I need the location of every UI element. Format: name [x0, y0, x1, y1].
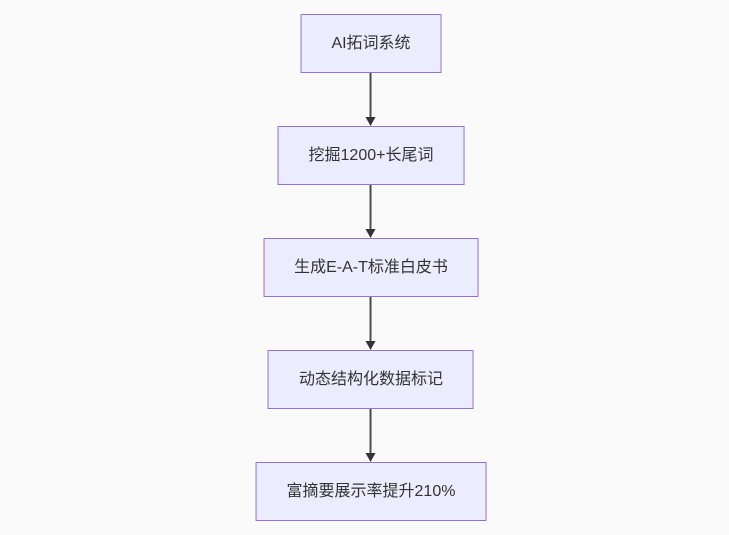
arrow-line — [370, 73, 372, 117]
flow-node-generate-eat-whitepaper: 生成E-A-T标准白皮书 — [263, 238, 479, 297]
connector-arrow — [366, 409, 376, 462]
connector-arrow — [366, 185, 376, 238]
arrow-line — [370, 409, 372, 453]
flow-node-ai-word-expansion-system: AI拓词系统 — [300, 14, 442, 73]
arrow-line — [370, 297, 372, 341]
connector-arrow — [366, 73, 376, 126]
flowchart: AI拓词系统 挖掘1200+长尾词 生成E-A-T标准白皮书 动态结构化数据标记… — [255, 14, 487, 521]
arrowhead-down-icon — [366, 453, 376, 462]
flow-node-dynamic-structured-data-markup: 动态结构化数据标记 — [267, 350, 474, 409]
arrow-line — [370, 185, 372, 229]
arrowhead-down-icon — [366, 341, 376, 350]
arrowhead-down-icon — [366, 117, 376, 126]
arrowhead-down-icon — [366, 229, 376, 238]
flow-node-mine-longtail-keywords: 挖掘1200+长尾词 — [277, 126, 465, 185]
flow-node-rich-snippet-rate-increase: 富摘要展示率提升210% — [255, 462, 487, 521]
connector-arrow — [366, 297, 376, 350]
